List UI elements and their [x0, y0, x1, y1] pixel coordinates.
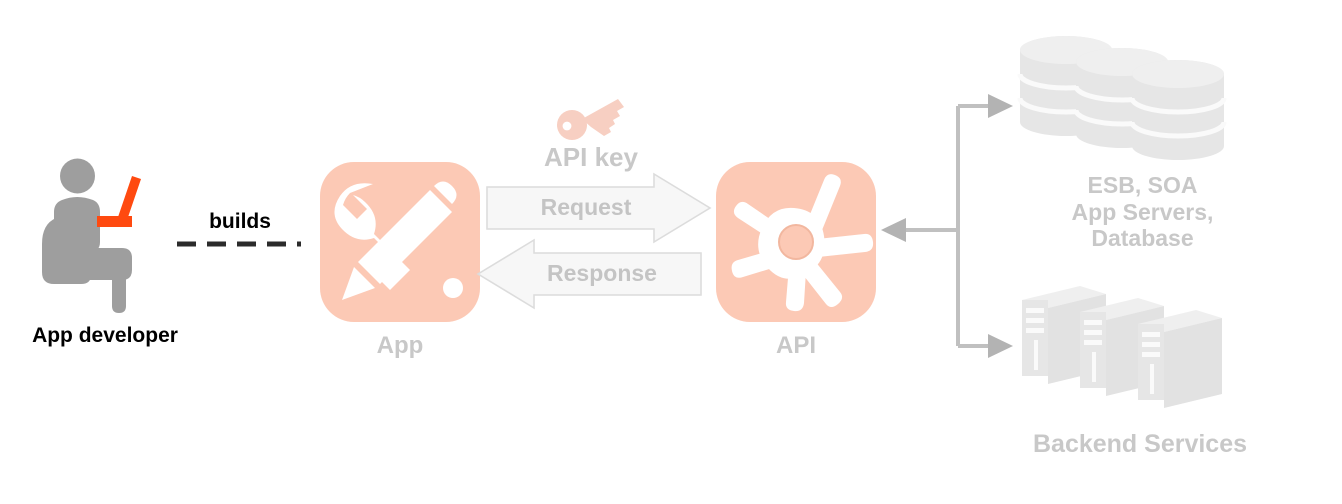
database-cylinder-stack-icon: [1020, 36, 1265, 158]
key-icon: [556, 96, 626, 140]
builds-label: builds: [209, 210, 271, 233]
app-developer-icon: [40, 158, 175, 313]
builds-dashed-line: [177, 241, 301, 247]
app-node[interactable]: [320, 162, 480, 322]
response-label: Response: [547, 260, 657, 286]
builds-relation: builds: [175, 210, 305, 256]
wrench-and-pencil-icon: [334, 181, 463, 300]
server-tower-group-icon: [1022, 282, 1262, 408]
api-hub-star-icon: [731, 174, 874, 312]
response-arrow: Response: [476, 238, 702, 310]
app-node-label: App: [376, 332, 424, 359]
esb-soa-label: ESB, SOA App Servers, Database: [1071, 172, 1214, 252]
laptop-icon: [97, 176, 141, 227]
api-key-label: API key: [544, 142, 638, 172]
api-node-label: API: [775, 332, 816, 359]
arrowhead-to-servers: [988, 334, 1013, 358]
arrowhead-to-databases: [988, 94, 1013, 118]
request-label: Request: [540, 194, 632, 220]
request-arrow: Request: [486, 172, 712, 244]
backend-services-label: Backend Services: [1032, 430, 1248, 458]
app-developer-label: App developer: [32, 324, 178, 347]
api-node[interactable]: [716, 162, 876, 322]
arrowhead-to-api: [881, 218, 906, 242]
backend-connector-bus: [880, 90, 1025, 365]
